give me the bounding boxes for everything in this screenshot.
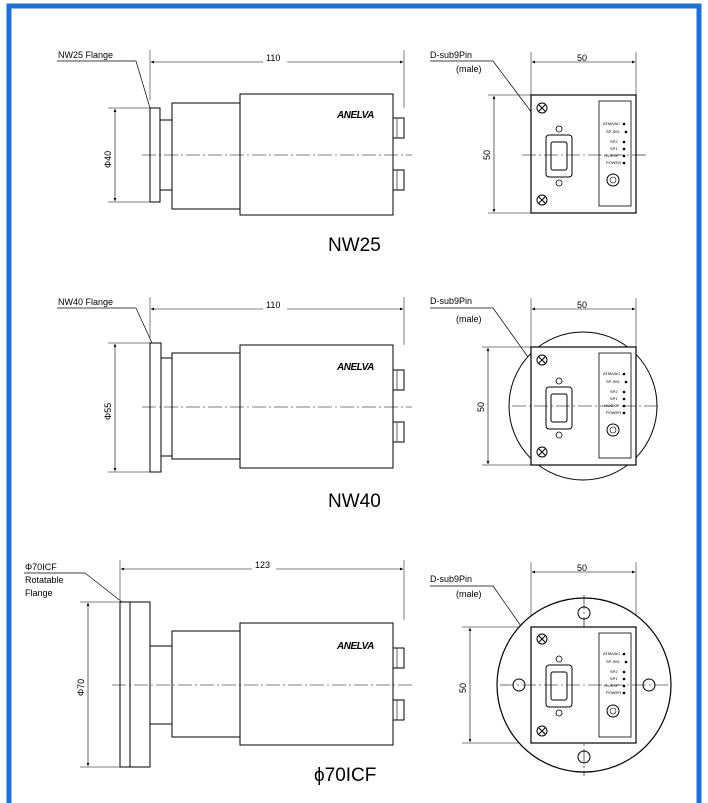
rear-view-icf70: D-sub9Pin (male) 50 50 ATM/VAC SP-SEL SP… [430, 562, 672, 776]
side-view-nw40: NW40 Flange 110 Φ55 ANELVA NW40 [57, 297, 412, 512]
connector-label-icf70: D-sub9Pin [430, 574, 472, 584]
connector-sub-icf70: (male) [456, 589, 482, 599]
flange-label-nw25: NW25 Flange [58, 50, 113, 60]
connector-label-nw25: D-sub9Pin [430, 50, 472, 60]
width-dim-nw40: 50 [577, 300, 587, 310]
height-dim-icf70: 50 [458, 683, 468, 693]
flange-label-nw40: NW40 Flange [58, 297, 113, 307]
rear-view-nw25: D-sub9Pin (male) 50 50 ATM/VAC SP-SEL SP… [430, 50, 648, 214]
diameter-dim-nw40: Φ55 [103, 403, 113, 420]
sheet-border [6, 3, 702, 803]
panel-label-power: POWER [606, 690, 621, 695]
brand-logo: ANELVA [336, 362, 374, 373]
rear-view-nw40: D-sub9Pin (male) 50 50 ATM/VAC SP-SEL SP… [430, 296, 660, 481]
diameter-dim-nw25: Φ40 [103, 151, 113, 168]
panel-label-sp2: SP2 [610, 139, 618, 144]
panel-label-hvexp: HV/EXP [604, 683, 619, 688]
width-dim-icf70: 50 [577, 563, 587, 573]
height-dim-nw25: 50 [482, 150, 492, 160]
length-dim-nw25: 110 [266, 53, 280, 63]
panel-label-sp2: SP2 [610, 669, 618, 674]
height-dim-nw40: 50 [476, 402, 486, 412]
panel-label-spsel: SP-SEL [606, 659, 621, 664]
brand-logo: ANELVA [336, 641, 374, 652]
width-dim-nw25: 50 [577, 53, 587, 63]
panel-label-atmvac: ATM/VAC [603, 371, 620, 376]
panel-label-spsel: SP-SEL [606, 379, 621, 384]
model-label-icf70: ϕ70ICF [314, 765, 376, 786]
panel-label-power: POWER [606, 410, 621, 415]
diameter-dim-icf70: Φ70 [76, 679, 86, 696]
side-view-icf70: Φ70ICF Rotatable Flange 123 Φ70 ANELVA ϕ… [24, 560, 412, 786]
panel-label-hvexp: HV/EXP [604, 153, 619, 158]
connector-sub-nw25: (male) [456, 64, 482, 74]
panel-label-hvexp: HV/EXP [604, 403, 619, 408]
connector-sub-nw40: (male) [456, 314, 482, 324]
flange-label-icf70-line3: Flange [25, 588, 53, 598]
side-view-nw25: NW25 Flange 110 Φ40 ANELVA NW25 [57, 50, 412, 256]
panel-label-sp1: SP1 [610, 146, 618, 151]
panel-label-sp2: SP2 [610, 389, 618, 394]
panel-label-power: POWER [606, 160, 621, 165]
brand-logo: ANELVA [336, 110, 374, 121]
flange-label-icf70-line1: Φ70ICF [25, 562, 57, 572]
panel-label-sp1: SP1 [610, 396, 618, 401]
panel-label-sp1: SP1 [610, 676, 618, 681]
model-label-nw40: NW40 [328, 491, 381, 512]
length-dim-icf70: 123 [255, 560, 270, 570]
panel-label-atmvac: ATM/VAC [603, 651, 620, 656]
model-label-nw25: NW25 [328, 235, 381, 256]
panel-label-atmvac: ATM/VAC [603, 121, 620, 126]
length-dim-nw40: 110 [266, 300, 280, 310]
panel-label-spsel: SP-SEL [606, 129, 621, 134]
connector-label-nw40: D-sub9Pin [430, 296, 472, 306]
flange-label-icf70-line2: Rotatable [25, 575, 64, 585]
